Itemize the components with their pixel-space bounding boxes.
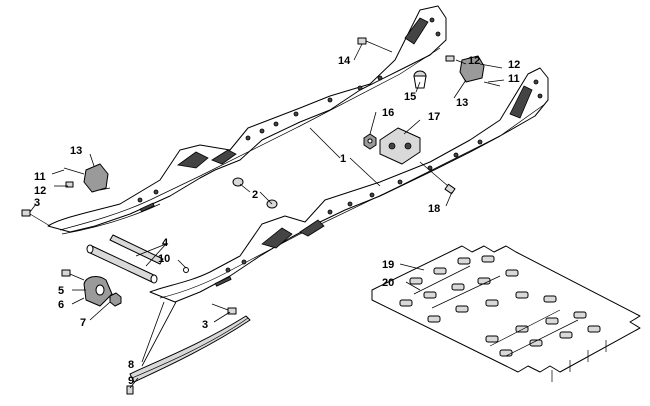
callout-13-front: 13 <box>70 145 82 157</box>
nut-7 <box>109 292 122 307</box>
wear-strip-8 <box>129 315 251 383</box>
callout-11-rear: 11 <box>508 73 520 85</box>
nut-16 <box>363 133 377 150</box>
rail-rear <box>47 5 447 235</box>
bolt-3-front <box>211 303 237 315</box>
callout-16: 16 <box>382 107 394 119</box>
bolt-3-rear <box>21 209 51 227</box>
callout-1: 1 <box>340 153 346 165</box>
callout-12-rear-top: 12 <box>508 59 520 71</box>
bolt-14 <box>357 37 393 53</box>
callout-2: 2 <box>252 189 258 201</box>
bushing-15 <box>413 70 427 89</box>
callout-3-rear: 3 <box>34 197 40 209</box>
bolt-18 <box>419 161 456 195</box>
callout-11-front: 11 <box>34 171 46 183</box>
callout-9: 9 <box>128 375 134 387</box>
track-clips-20 <box>413 265 579 357</box>
screw-9 <box>126 385 134 395</box>
track-19 <box>371 245 641 382</box>
callout-18: 18 <box>428 203 440 215</box>
callout-10: 10 <box>158 253 170 265</box>
callout-20: 20 <box>382 277 394 289</box>
callout-12-front: 12 <box>34 185 46 197</box>
callout-12-rear-bolt: 12 <box>468 55 480 67</box>
callout-19: 19 <box>382 259 394 271</box>
callout-5: 5 <box>58 285 64 297</box>
callout-6: 6 <box>58 299 64 311</box>
rail-front <box>149 67 549 303</box>
callout-15: 15 <box>404 91 416 103</box>
block-13-front <box>63 163 111 193</box>
track-lugs <box>399 255 601 357</box>
callout-8: 8 <box>128 359 134 371</box>
callout-3-front: 3 <box>202 319 208 331</box>
bolt-5 <box>61 269 85 281</box>
bumper-6 <box>83 276 113 307</box>
bracket-17 <box>379 127 421 165</box>
leader-lines <box>29 43 505 389</box>
callout-7: 7 <box>80 317 86 329</box>
callout-labels: 14 12 12 11 15 13 16 17 1 13 11 12 2 3 1… <box>34 55 520 387</box>
block-13-rear <box>445 55 501 87</box>
callout-14: 14 <box>338 55 351 67</box>
callout-4: 4 <box>162 237 169 249</box>
cross-shaft <box>86 234 164 284</box>
callout-13-rear: 13 <box>456 97 468 109</box>
pin-10 <box>183 267 189 273</box>
callout-17: 17 <box>428 111 440 123</box>
